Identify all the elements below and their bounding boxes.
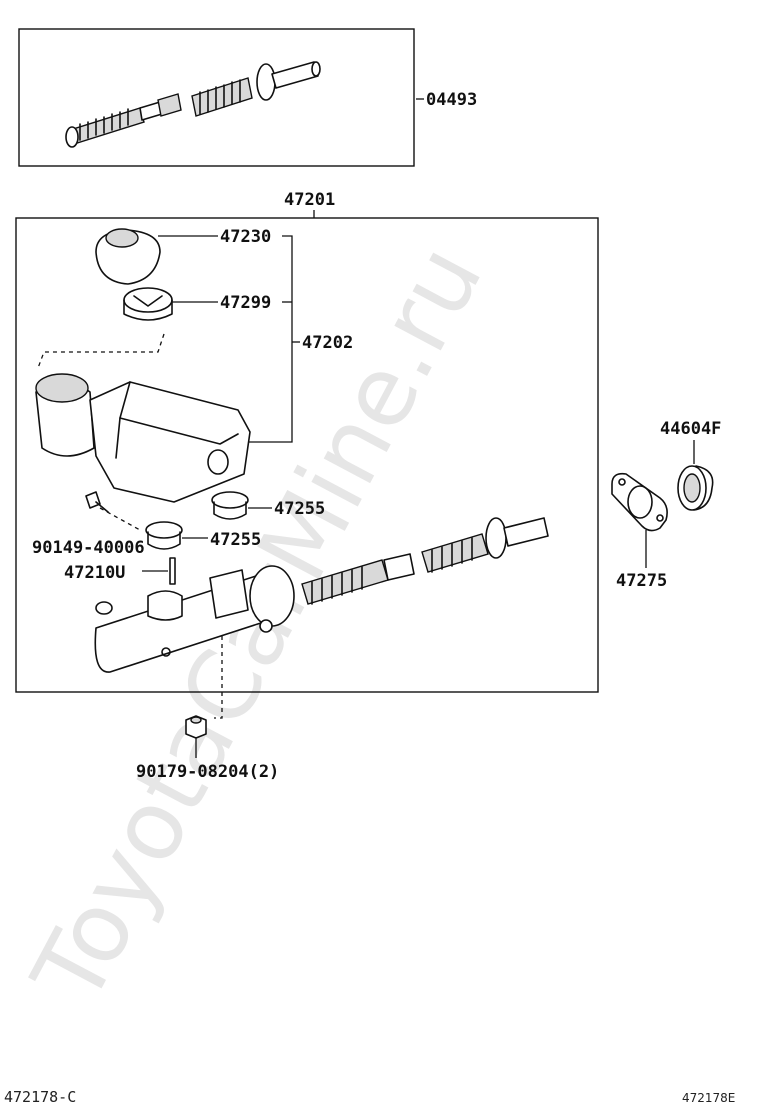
ref-code-left: 472178-C: [4, 1088, 76, 1106]
callout-47299: 47299: [220, 293, 271, 313]
callout-90149-40006: 90149-40006: [32, 538, 145, 558]
gasket: [677, 465, 714, 511]
callout-04493: 04493: [426, 90, 477, 110]
callout-47255-lower: 47255: [210, 530, 261, 550]
pin: [169, 557, 176, 585]
reservoir-cap: [95, 228, 161, 285]
strainer: [123, 287, 173, 321]
callout-47275: 47275: [616, 571, 667, 591]
repair-kit-parts: [65, 61, 321, 148]
plate: [611, 472, 668, 532]
reservoir: [35, 373, 251, 503]
callout-47202: 47202: [302, 333, 353, 353]
bolt: [85, 491, 109, 513]
grommet-upper: [211, 491, 249, 520]
callout-47201: 47201: [284, 190, 335, 210]
master-cylinder-assy-box: [15, 217, 599, 693]
repair-kit-box: [18, 28, 415, 167]
callout-90179-08204: 90179-08204(2): [136, 762, 279, 782]
cylinder-pistons: [301, 517, 549, 605]
callout-47210U: 47210U: [64, 563, 125, 583]
nut: [185, 715, 207, 739]
callout-47255-upper: 47255: [274, 499, 325, 519]
callout-47230: 47230: [220, 227, 271, 247]
cylinder-body: [94, 565, 295, 673]
callout-44604F: 44604F: [660, 419, 721, 439]
grommet-lower: [145, 521, 183, 550]
ref-code-right: 472178E: [682, 1091, 735, 1105]
